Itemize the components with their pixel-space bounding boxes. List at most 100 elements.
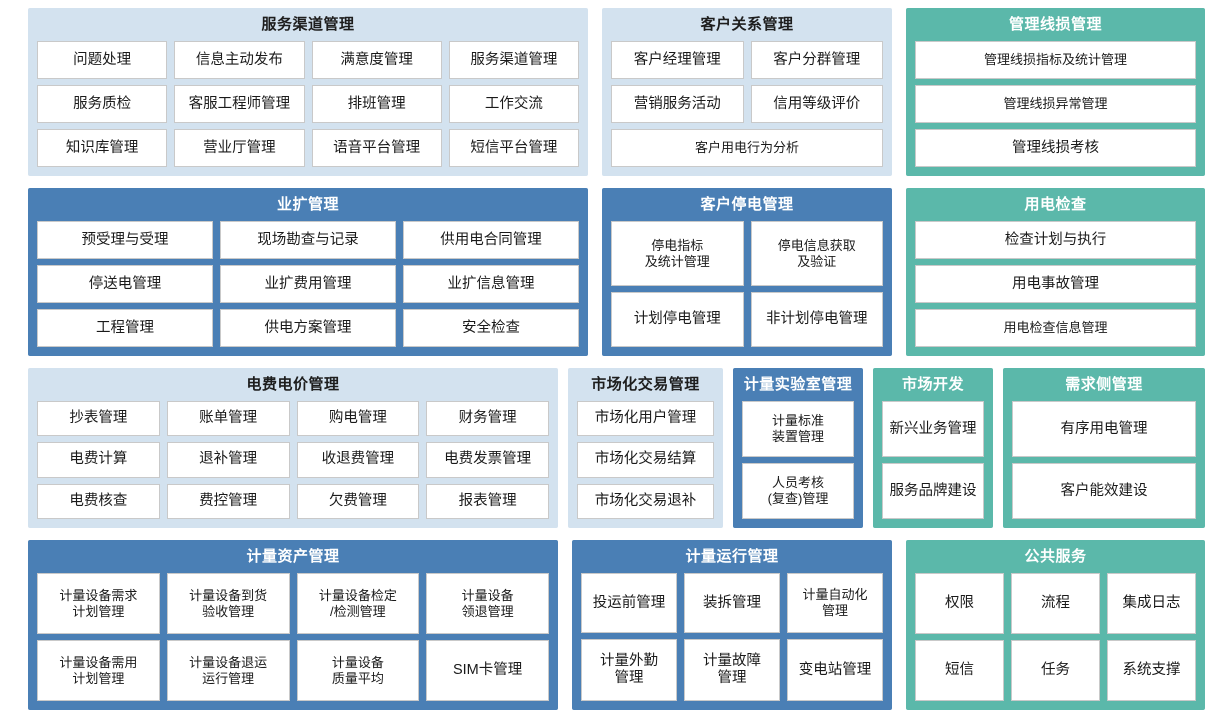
tile-计划停电管理[interactable]: 计划停电管理 <box>611 292 744 347</box>
tile-账单管理[interactable]: 账单管理 <box>166 401 290 437</box>
tile-购电管理[interactable]: 购电管理 <box>296 401 420 437</box>
tile-grid: 客户经理管理客户分群管理营销服务活动信用等级评价客户用电行为分析 <box>611 41 883 167</box>
tile-客户用电行为分析[interactable]: 客户用电行为分析 <box>611 129 883 167</box>
tile-row: 短信任务系统支撑 <box>915 640 1196 701</box>
tile-市场化用户管理[interactable]: 市场化用户管理 <box>577 401 714 437</box>
tile-装拆管理[interactable]: 装拆管理 <box>684 573 780 633</box>
tile-非计划停电管理[interactable]: 非计划停电管理 <box>750 292 883 347</box>
tile-电费核查[interactable]: 电费核查 <box>37 483 160 519</box>
tile-流程[interactable]: 流程 <box>1011 573 1100 634</box>
tile-投运前管理[interactable]: 投运前管理 <box>581 573 677 633</box>
tile-管理线损异常管理[interactable]: 管理线损异常管理 <box>915 85 1196 123</box>
tile-安全检查[interactable]: 安全检查 <box>403 309 579 347</box>
tile-计量设备需用-计划管理[interactable]: 计量设备需用 计划管理 <box>37 640 160 701</box>
tile-语音平台管理[interactable]: 语音平台管理 <box>311 129 442 167</box>
panel-title: 计量实验室管理 <box>743 376 853 393</box>
tile-报表管理[interactable]: 报表管理 <box>426 483 549 519</box>
panel-row-3: 电费电价管理抄表管理账单管理购电管理财务管理电费计算退补管理收退费管理电费发票管… <box>28 368 1205 528</box>
tile-停送电管理[interactable]: 停送电管理 <box>37 265 213 303</box>
tile-计量标准-装置管理[interactable]: 计量标准 装置管理 <box>742 401 854 457</box>
tile-计量设备需求-计划管理[interactable]: 计量设备需求 计划管理 <box>37 573 160 634</box>
tile-市场化交易退补[interactable]: 市场化交易退补 <box>577 483 714 519</box>
tile-业扩信息管理[interactable]: 业扩信息管理 <box>403 265 579 303</box>
tile-row: 问题处理信息主动发布满意度管理服务渠道管理 <box>37 41 579 79</box>
tile-row: 管理线损异常管理 <box>915 85 1196 123</box>
tile-知识库管理[interactable]: 知识库管理 <box>37 129 168 167</box>
panel-spacer <box>588 8 602 176</box>
tile-grid: 计量标准 装置管理人员考核 (复查)管理 <box>742 401 854 519</box>
tile-欠费管理[interactable]: 欠费管理 <box>296 483 420 519</box>
tile-信用等级评价[interactable]: 信用等级评价 <box>750 85 883 123</box>
tile-计量设备到货-验收管理[interactable]: 计量设备到货 验收管理 <box>166 573 290 634</box>
tile-客户能效建设[interactable]: 客户能效建设 <box>1012 463 1196 519</box>
tile-row: 新兴业务管理 <box>882 401 984 457</box>
tile-营业厅管理[interactable]: 营业厅管理 <box>174 129 305 167</box>
tile-排班管理[interactable]: 排班管理 <box>311 85 442 123</box>
tile-工程管理[interactable]: 工程管理 <box>37 309 213 347</box>
tile-变电站管理[interactable]: 变电站管理 <box>787 639 883 701</box>
tile-供用电合同管理[interactable]: 供用电合同管理 <box>403 221 579 259</box>
tile-业扩费用管理[interactable]: 业扩费用管理 <box>220 265 396 303</box>
tile-grid: 停电指标 及统计管理停电信息获取 及验证计划停电管理非计划停电管理 <box>611 221 883 347</box>
tile-计量设备退运-运行管理[interactable]: 计量设备退运 运行管理 <box>166 640 290 701</box>
tile-满意度管理[interactable]: 满意度管理 <box>311 41 442 79</box>
tile-检查计划与执行[interactable]: 检查计划与执行 <box>915 221 1196 259</box>
tile-客户经理管理[interactable]: 客户经理管理 <box>611 41 744 79</box>
tile-新兴业务管理[interactable]: 新兴业务管理 <box>882 401 984 457</box>
panel-title: 市场化交易管理 <box>591 376 700 393</box>
tile-供电方案管理[interactable]: 供电方案管理 <box>220 309 396 347</box>
tile-集成日志[interactable]: 集成日志 <box>1107 573 1196 634</box>
panel-spacer <box>892 540 906 710</box>
tile-用电检查信息管理[interactable]: 用电检查信息管理 <box>915 309 1196 347</box>
tile-营销服务活动[interactable]: 营销服务活动 <box>611 85 744 123</box>
tile-row: 市场化交易退补 <box>577 483 714 519</box>
panel-公共服务: 公共服务权限流程集成日志短信任务系统支撑 <box>906 540 1205 710</box>
tile-抄表管理[interactable]: 抄表管理 <box>37 401 160 437</box>
row-spacer <box>28 176 1205 188</box>
tile-有序用电管理[interactable]: 有序用电管理 <box>1012 401 1196 457</box>
tile-计量设备-质量平均[interactable]: 计量设备 质量平均 <box>296 640 420 701</box>
tile-费控管理[interactable]: 费控管理 <box>166 483 290 519</box>
tile-工作交流[interactable]: 工作交流 <box>448 85 579 123</box>
tile-计量设备-领退管理[interactable]: 计量设备 领退管理 <box>426 573 549 634</box>
tile-用电事故管理[interactable]: 用电事故管理 <box>915 265 1196 303</box>
tile-管理线损考核[interactable]: 管理线损考核 <box>915 129 1196 167</box>
tile-计量自动化-管理[interactable]: 计量自动化 管理 <box>787 573 883 633</box>
tile-权限[interactable]: 权限 <box>915 573 1004 634</box>
tile-停电信息获取-及验证[interactable]: 停电信息获取 及验证 <box>750 221 883 286</box>
tile-计量设备检定-检测管理[interactable]: 计量设备检定 /检测管理 <box>296 573 420 634</box>
tile-系统支撑[interactable]: 系统支撑 <box>1107 640 1196 701</box>
tile-短信平台管理[interactable]: 短信平台管理 <box>448 129 579 167</box>
tile-电费发票管理[interactable]: 电费发票管理 <box>426 442 549 478</box>
tile-现场勘查与记录[interactable]: 现场勘查与记录 <box>220 221 396 259</box>
tile-停电指标-及统计管理[interactable]: 停电指标 及统计管理 <box>611 221 744 286</box>
tile-信息主动发布[interactable]: 信息主动发布 <box>174 41 305 79</box>
panel-title: 业扩管理 <box>276 196 339 213</box>
tile-客户分群管理[interactable]: 客户分群管理 <box>750 41 883 79</box>
tile-财务管理[interactable]: 财务管理 <box>426 401 549 437</box>
tile-人员考核-复查-管理[interactable]: 人员考核 (复查)管理 <box>742 463 854 519</box>
panel-用电检查: 用电检查检查计划与执行用电事故管理用电检查信息管理 <box>906 188 1205 356</box>
tile-服务质检[interactable]: 服务质检 <box>37 85 168 123</box>
tile-问题处理[interactable]: 问题处理 <box>37 41 168 79</box>
tile-计量故障-管理[interactable]: 计量故障 管理 <box>684 639 780 701</box>
tile-任务[interactable]: 任务 <box>1011 640 1100 701</box>
tile-row: 管理线损指标及统计管理 <box>915 41 1196 79</box>
tile-退补管理[interactable]: 退补管理 <box>166 442 290 478</box>
panel-title: 管理线损管理 <box>1008 16 1102 33</box>
tile-预受理与受理[interactable]: 预受理与受理 <box>37 221 213 259</box>
panel-title: 市场开发 <box>901 376 964 393</box>
tile-SIM卡管理[interactable]: SIM卡管理 <box>426 640 549 701</box>
tile-短信[interactable]: 短信 <box>915 640 1004 701</box>
tile-grid: 计量设备需求 计划管理计量设备到货 验收管理计量设备检定 /检测管理计量设备 领… <box>37 573 549 701</box>
tile-服务渠道管理[interactable]: 服务渠道管理 <box>448 41 579 79</box>
tile-计量外勤-管理[interactable]: 计量外勤 管理 <box>581 639 677 701</box>
tile-服务品牌建设[interactable]: 服务品牌建设 <box>882 463 984 519</box>
tile-市场化交易结算[interactable]: 市场化交易结算 <box>577 442 714 478</box>
tile-管理线损指标及统计管理[interactable]: 管理线损指标及统计管理 <box>915 41 1196 79</box>
tile-收退费管理[interactable]: 收退费管理 <box>296 442 420 478</box>
tile-客服工程师管理[interactable]: 客服工程师管理 <box>174 85 305 123</box>
tile-row: 投运前管理装拆管理计量自动化 管理 <box>581 573 883 633</box>
tile-电费计算[interactable]: 电费计算 <box>37 442 160 478</box>
